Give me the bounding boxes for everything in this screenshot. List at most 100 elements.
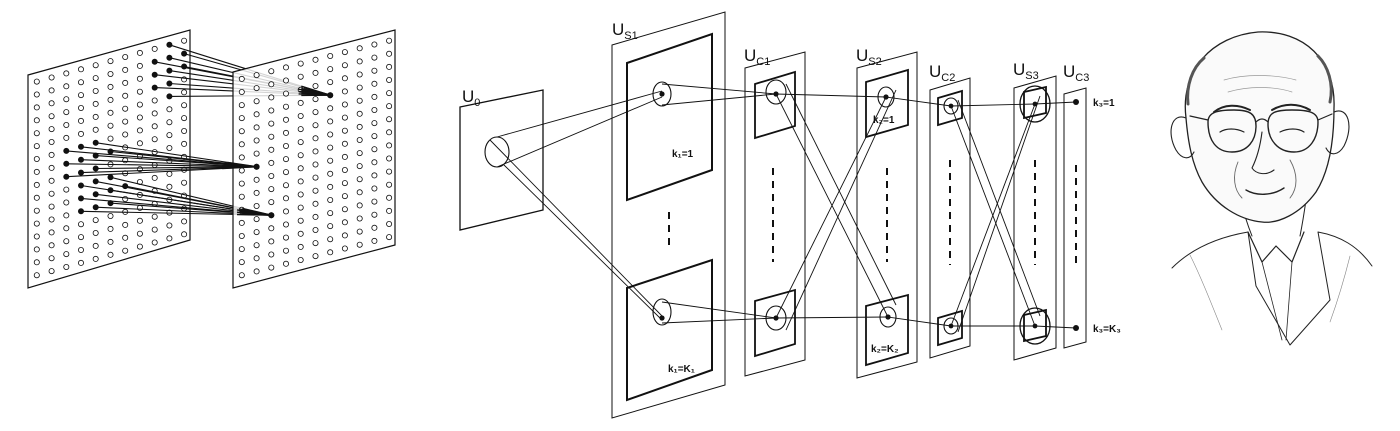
input-neuron: [78, 79, 85, 86]
output-neuron: [282, 90, 289, 97]
output-neuron: [312, 148, 319, 155]
connection-lines-front: [222, 85, 334, 219]
output-neuron: [386, 168, 393, 175]
output-neuron: [356, 123, 363, 130]
output-neuron: [253, 124, 260, 131]
input-neuron: [63, 134, 70, 141]
output-neuron: [282, 142, 289, 149]
input-neuron: [48, 164, 55, 171]
input-neuron: [107, 225, 114, 232]
input-neuron: [151, 97, 158, 104]
source-neuron: [78, 170, 84, 176]
source-neuron: [107, 148, 114, 155]
source-neuron: [107, 187, 114, 193]
output-neuron: [238, 193, 245, 200]
output-neuron: [327, 183, 334, 190]
output-neuron: [282, 77, 289, 84]
input-neuron: [48, 138, 55, 145]
output-neuron: [268, 186, 275, 193]
input-neuron: [33, 168, 40, 175]
input-neuron: [107, 212, 114, 219]
output-neuron: [386, 129, 393, 136]
input-neuron: [63, 186, 70, 193]
output-neuron: [386, 50, 393, 57]
input-neuron: [33, 259, 40, 266]
input-neuron: [136, 217, 143, 224]
input-neuron: [33, 130, 40, 137]
output-neuron: [268, 251, 275, 258]
input-neuron: [63, 109, 70, 116]
input-neuron: [136, 243, 143, 250]
output-neuron: [282, 116, 289, 123]
output-neuron: [238, 102, 245, 109]
output-neuron: [327, 223, 334, 230]
label-k1-bottom: k₁=K₁: [668, 364, 695, 375]
label-u0: U0: [462, 87, 480, 109]
output-neuron: [341, 127, 348, 134]
output-neuron: [297, 256, 304, 263]
label-us2: US2: [856, 46, 882, 68]
input-neuron: [107, 83, 114, 90]
output-neuron: [386, 37, 393, 44]
input-neuron: [48, 87, 55, 94]
output-neuron: [371, 67, 378, 74]
input-neuron: [166, 170, 173, 177]
input-neuron: [181, 140, 188, 147]
input-neuron: [33, 155, 40, 162]
output-neuron: [341, 206, 348, 213]
input-neuron: [92, 88, 99, 95]
input-neuron: [122, 118, 129, 125]
input-neuron: [63, 96, 70, 103]
input-neuron: [122, 54, 129, 61]
output-neuron: [297, 165, 304, 172]
input-neuron: [48, 74, 55, 81]
input-neuron: [107, 122, 114, 129]
output-neuron: [356, 215, 363, 222]
output-neuron: [341, 140, 348, 147]
source-neuron: [63, 148, 69, 154]
output-neuron: [386, 77, 393, 84]
input-neuron: [33, 207, 40, 214]
output-neuron: [371, 237, 378, 244]
input-neuron: [122, 221, 129, 228]
input-neuron: [63, 238, 70, 245]
input-neuron: [151, 174, 158, 181]
label-k1-top: k₁=1: [672, 149, 694, 160]
output-neuron: [312, 213, 319, 220]
output-neuron: [312, 122, 319, 129]
output-neuron: [356, 110, 363, 117]
us1-plane-top: [626, 32, 713, 202]
input-neuron: [136, 127, 143, 134]
output-neuron: [312, 174, 319, 181]
output-neuron: [312, 200, 319, 207]
output-neuron: [253, 72, 260, 79]
input-neuron: [151, 213, 158, 220]
output-neuron: [297, 178, 304, 185]
input-neuron: [181, 231, 188, 238]
output-neuron: [282, 260, 289, 267]
output-neuron: [282, 247, 289, 254]
output-neuron: [297, 113, 304, 120]
input-neuron: [48, 268, 55, 275]
output-neuron: [386, 90, 393, 97]
output-neuron: [238, 154, 245, 161]
output-neuron: [356, 241, 363, 248]
input-neuron: [48, 100, 55, 107]
source-neuron: [152, 59, 158, 65]
output-neuron: [282, 64, 289, 71]
input-neuron: [151, 123, 158, 130]
source-neuron: [166, 68, 172, 74]
output-neuron: [282, 221, 289, 228]
output-neuron: [327, 157, 334, 164]
uc1-layer: [744, 51, 806, 377]
output-neuron: [356, 45, 363, 52]
input-neuron: [107, 71, 114, 78]
input-neuron: [92, 229, 99, 236]
output-neuron: [238, 115, 245, 122]
output-neuron: [327, 105, 334, 112]
input-neuron: [166, 106, 173, 113]
input-neuron: [151, 136, 158, 143]
connection-diagram: [27, 29, 396, 289]
output-neuron: [312, 240, 319, 247]
output-neuron: [268, 172, 275, 179]
